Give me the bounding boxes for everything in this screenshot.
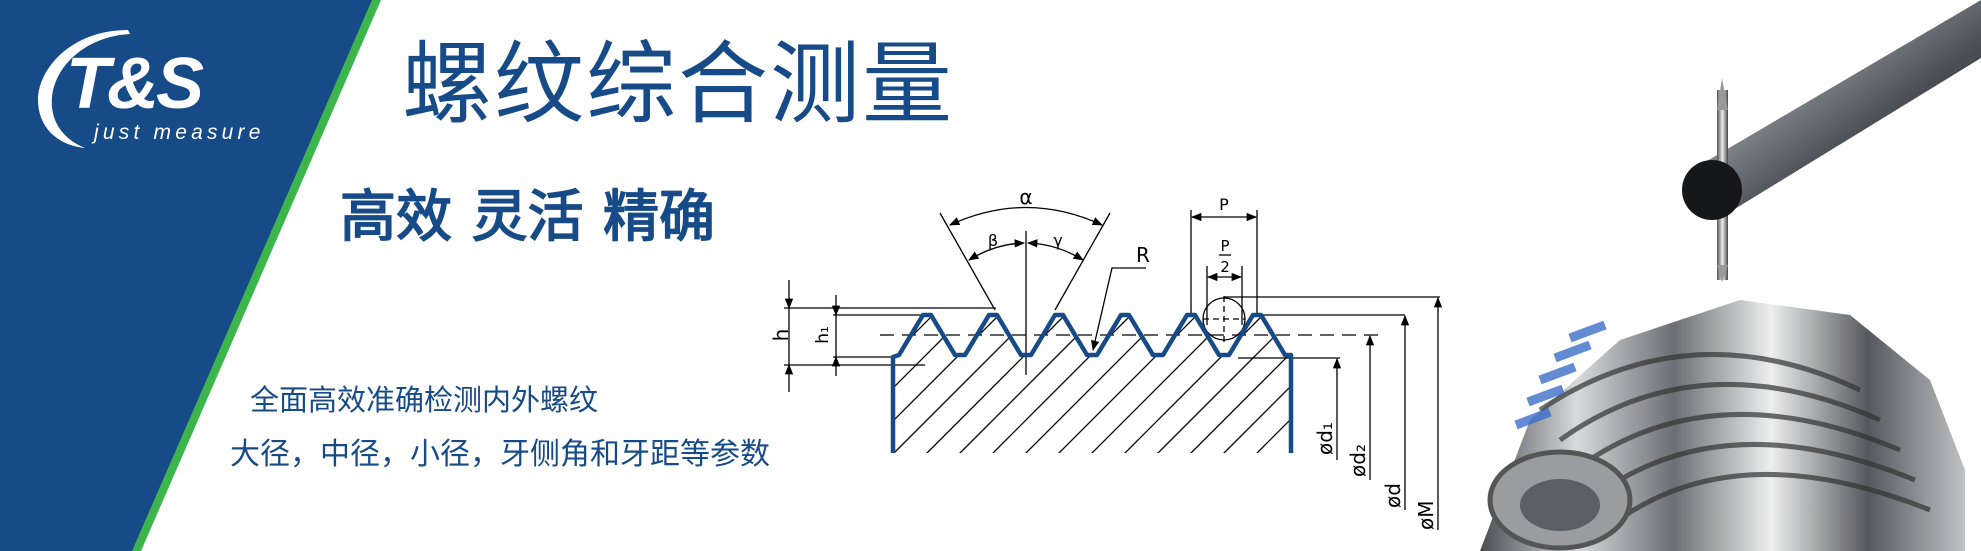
label-radius: R (1136, 243, 1150, 267)
thread-profile (890, 312, 1294, 453)
label-half-pitch-num: P (1220, 237, 1229, 255)
brand-panel (0, 0, 372, 551)
label-d2: ød₂ (1346, 444, 1370, 477)
brand-logo: T&S (66, 44, 204, 124)
label-gamma: γ (1053, 231, 1062, 250)
logo-crescent-icon (38, 30, 130, 148)
label-d1: ød₁ (1313, 422, 1337, 455)
hatch-line (1188, 315, 1291, 453)
page-subtitle: 高效 灵活 精确 (340, 185, 715, 250)
feature-line-2: 大径，中径，小径，牙侧角和牙距等参数 (230, 437, 770, 472)
label-d: ød (1381, 483, 1405, 508)
hatch-line (1254, 315, 1291, 453)
probe-photo (1682, 0, 1981, 282)
hatch-line (957, 315, 1124, 453)
label-pitch: P (1219, 195, 1229, 214)
threaded-bolt-photo (1480, 300, 1965, 551)
label-h: h (769, 329, 793, 342)
hatch-line (1221, 315, 1291, 453)
label-alpha: α (1019, 185, 1032, 209)
page-title: 螺纹综合测量 (402, 32, 954, 137)
label-half-pitch-den: 2 (1220, 258, 1230, 276)
hatch-line (1023, 315, 1190, 453)
hatch-line (1155, 315, 1291, 453)
hatch-line (1089, 315, 1256, 453)
brand-tagline: just measure (94, 121, 265, 144)
label-M: øM (1414, 501, 1438, 531)
label-beta: β (988, 231, 998, 250)
feature-line-1: 全面高效准确检测内外螺纹 (250, 383, 599, 417)
label-h1: h₁ (813, 326, 833, 344)
